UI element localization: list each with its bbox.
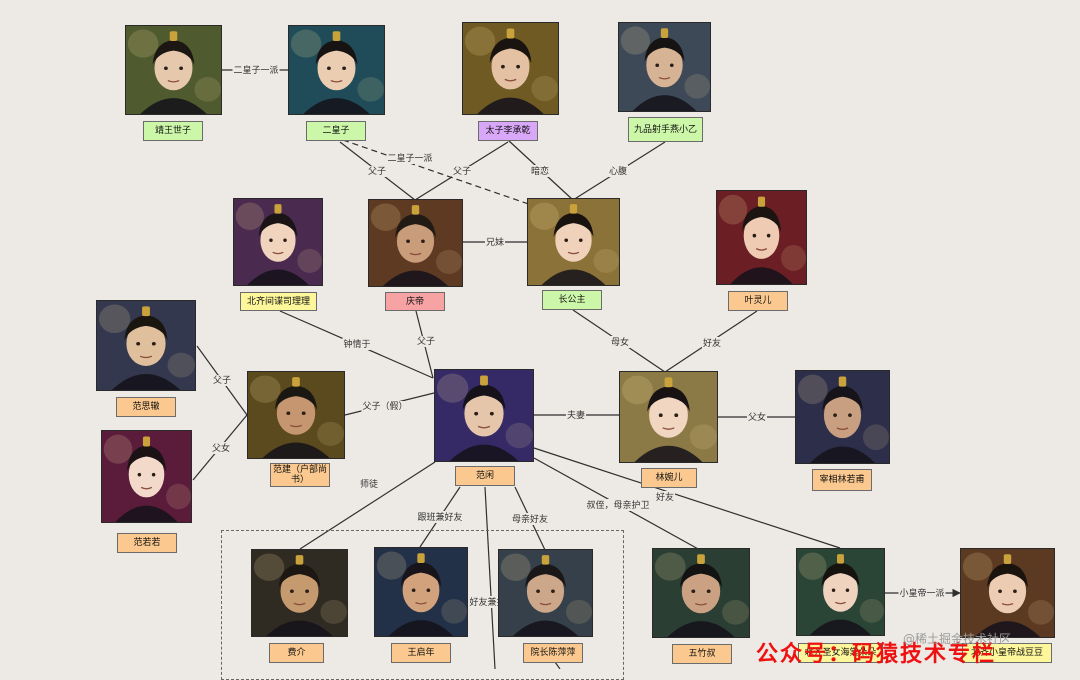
name-label-jiupin-sheshou: 九品射手燕小乙: [628, 117, 703, 142]
edge-label-e14: 父子（假）: [362, 401, 407, 412]
edge-label-e4: 二皇子一派: [387, 152, 432, 164]
portrait-lin-waner: [619, 371, 718, 463]
name-label-er-huangzi: 二皇子: [306, 121, 366, 141]
portrait-fan-ruoruo: [101, 430, 192, 523]
name-label-lin-waner: 林婉儿: [641, 468, 697, 488]
portrait-qingdi: [368, 199, 463, 287]
edge-label-bg-e7: [484, 236, 506, 248]
portrait-fan-sizhe: [96, 300, 196, 391]
name-label-ye-linger: 叶灵儿: [728, 291, 788, 311]
edge-label-bg-e8: [342, 338, 372, 350]
portrait-fan-xian: [434, 369, 534, 462]
edge-label-bg-e18: [416, 511, 464, 523]
edge-line-e22: [533, 447, 841, 549]
edge-label-bg-e11: [701, 337, 723, 349]
portrait-beiqi-anjian: [233, 198, 323, 286]
name-label-jingwang-shizi: 靖王世子: [143, 121, 203, 141]
name-label-beiqi-anjian: 北齐间谍司理理: [240, 292, 317, 311]
edge-label-e6: 心腹: [609, 165, 627, 177]
portrait-beiqi-shengnv: [796, 548, 885, 636]
edge-label-e21: 叔侄，母亲护卫: [586, 499, 649, 511]
name-label-wuzhu-shu: 五竹叔: [672, 644, 732, 664]
edge-label-e22: 好友: [656, 491, 674, 503]
name-label-yuanzhang-chenpingping: 院长陈萍萍: [523, 643, 583, 663]
edge-label-e2: 父子: [368, 166, 386, 177]
edge-label-e17: 师徒: [360, 478, 378, 490]
edge-label-e8: 钟情于: [343, 338, 370, 350]
edge-label-bg-e4: [386, 152, 434, 164]
edge-label-bg-e9: [415, 336, 437, 347]
edge-label-bg-e22: [654, 491, 676, 503]
edge-label-e11: 好友: [703, 337, 721, 349]
edge-label-bg-e12: [211, 375, 233, 386]
edge-label-e16: 父女: [748, 411, 766, 423]
portrait-wuzhu-shu: [652, 548, 750, 638]
edge-label-e18: 跟班兼好友: [417, 511, 462, 523]
edge-label-e13: 父女: [212, 442, 230, 454]
edge-line-e17: [299, 461, 436, 550]
edge-label-bg-e1: [232, 64, 280, 76]
name-label-wang-qinian: 王启年: [391, 643, 451, 663]
watermark-text: 公众号：码猿技术专栏: [756, 641, 997, 667]
portrait-fei-jie: [251, 549, 348, 637]
edge-line-e4: [342, 139, 541, 209]
name-label-fan-ruoruo: 范若若: [117, 533, 177, 553]
name-label-fan-jian: 范建（户部尚书）: [270, 463, 330, 487]
portrait-zhang-gongzhu: [527, 198, 620, 286]
edge-label-bg-e6: [607, 165, 629, 177]
portrait-taizi: [462, 22, 559, 115]
edge-label-e10: 母女: [611, 336, 629, 348]
edge-label-bg-e15: [565, 409, 587, 421]
name-label-beiqi-huangdi: 北齐小皇帝战豆豆: [962, 643, 1052, 663]
name-label-zaixiang-linruofu: 宰相林若甫: [812, 469, 872, 491]
edge-label-bg-e2: [366, 166, 388, 177]
edge-label-bg-e13: [210, 442, 232, 454]
name-label-fan-xian: 范闲: [455, 466, 515, 486]
edge-label-bg-e5: [529, 165, 551, 177]
portrait-er-huangzi: [288, 25, 385, 115]
name-label-fei-jie: 费介: [269, 643, 324, 663]
edge-label-bg-e21: [585, 499, 651, 511]
edge-label-bg-e16: [746, 411, 768, 423]
portrait-jiupin-sheshou: [618, 22, 711, 112]
portrait-wang-qinian: [374, 547, 468, 637]
name-label-zhang-gongzhu: 长公主: [542, 290, 602, 310]
name-label-beiqi-shengnv: 北齐圣女海棠朵朵: [798, 643, 883, 663]
edge-label-bg-e3: [451, 166, 473, 177]
edge-label-e1: 二皇子一派: [233, 64, 278, 76]
edge-label-e3: 父子: [453, 166, 471, 177]
edge-label-e12: 父子: [213, 375, 231, 386]
portrait-fan-jian: [247, 371, 345, 459]
edge-label-e9: 父子: [417, 336, 435, 347]
edge-label-e5: 暗恋: [531, 165, 549, 177]
edge-label-bg-e10: [609, 336, 631, 348]
portrait-zaixiang-linruofu: [795, 370, 890, 464]
edge-label-e15: 夫妻: [567, 409, 585, 421]
edge-label-bg-e23: [898, 587, 946, 599]
edge-line-e20: [484, 486, 496, 669]
watermark-community: @稀土掘金技术社区: [903, 632, 1012, 646]
portrait-yuanzhang-chenpingping: [498, 549, 593, 637]
name-label-fan-sizhe: 范思辙: [116, 397, 176, 417]
edge-label-e23: 小皇帝一派: [899, 587, 944, 599]
portrait-jingwang-shizi: [125, 25, 222, 115]
edge-label-e7: 兄妹: [486, 236, 504, 248]
portrait-ye-linger: [716, 190, 807, 285]
edge-label-e19: 母亲好友: [512, 513, 548, 525]
edge-label-bg-e17: [358, 478, 380, 490]
edge-label-bg-e19: [510, 513, 550, 525]
edge-label-bg-e14: [361, 401, 409, 412]
name-label-taizi: 太子李承乾: [478, 121, 538, 141]
portrait-beiqi-huangdi: [960, 548, 1055, 638]
name-label-qingdi: 庆帝: [385, 292, 445, 311]
